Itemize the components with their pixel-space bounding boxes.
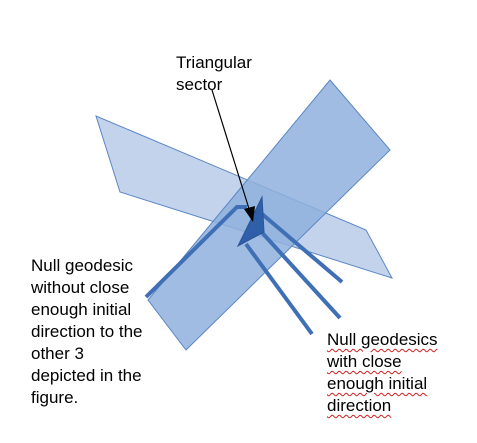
sector-arrow-head xyxy=(244,206,255,222)
label-null-geodesics-close: Null geodesics with close enough initial… xyxy=(327,330,438,415)
null-geodesic-single xyxy=(144,205,247,299)
null-geodesic-close-2 xyxy=(254,224,342,320)
null-geodesic-close-1 xyxy=(260,212,344,284)
null-geodesic-close-3 xyxy=(244,242,314,336)
label-triangular-sector: Triangular sector xyxy=(176,53,252,94)
label-null-geodesic-single: Null geodesic without close enough initi… xyxy=(31,256,143,407)
triangular-sector xyxy=(236,195,265,248)
sector-arrow-line xyxy=(211,89,251,213)
plane-tilted xyxy=(147,79,391,351)
